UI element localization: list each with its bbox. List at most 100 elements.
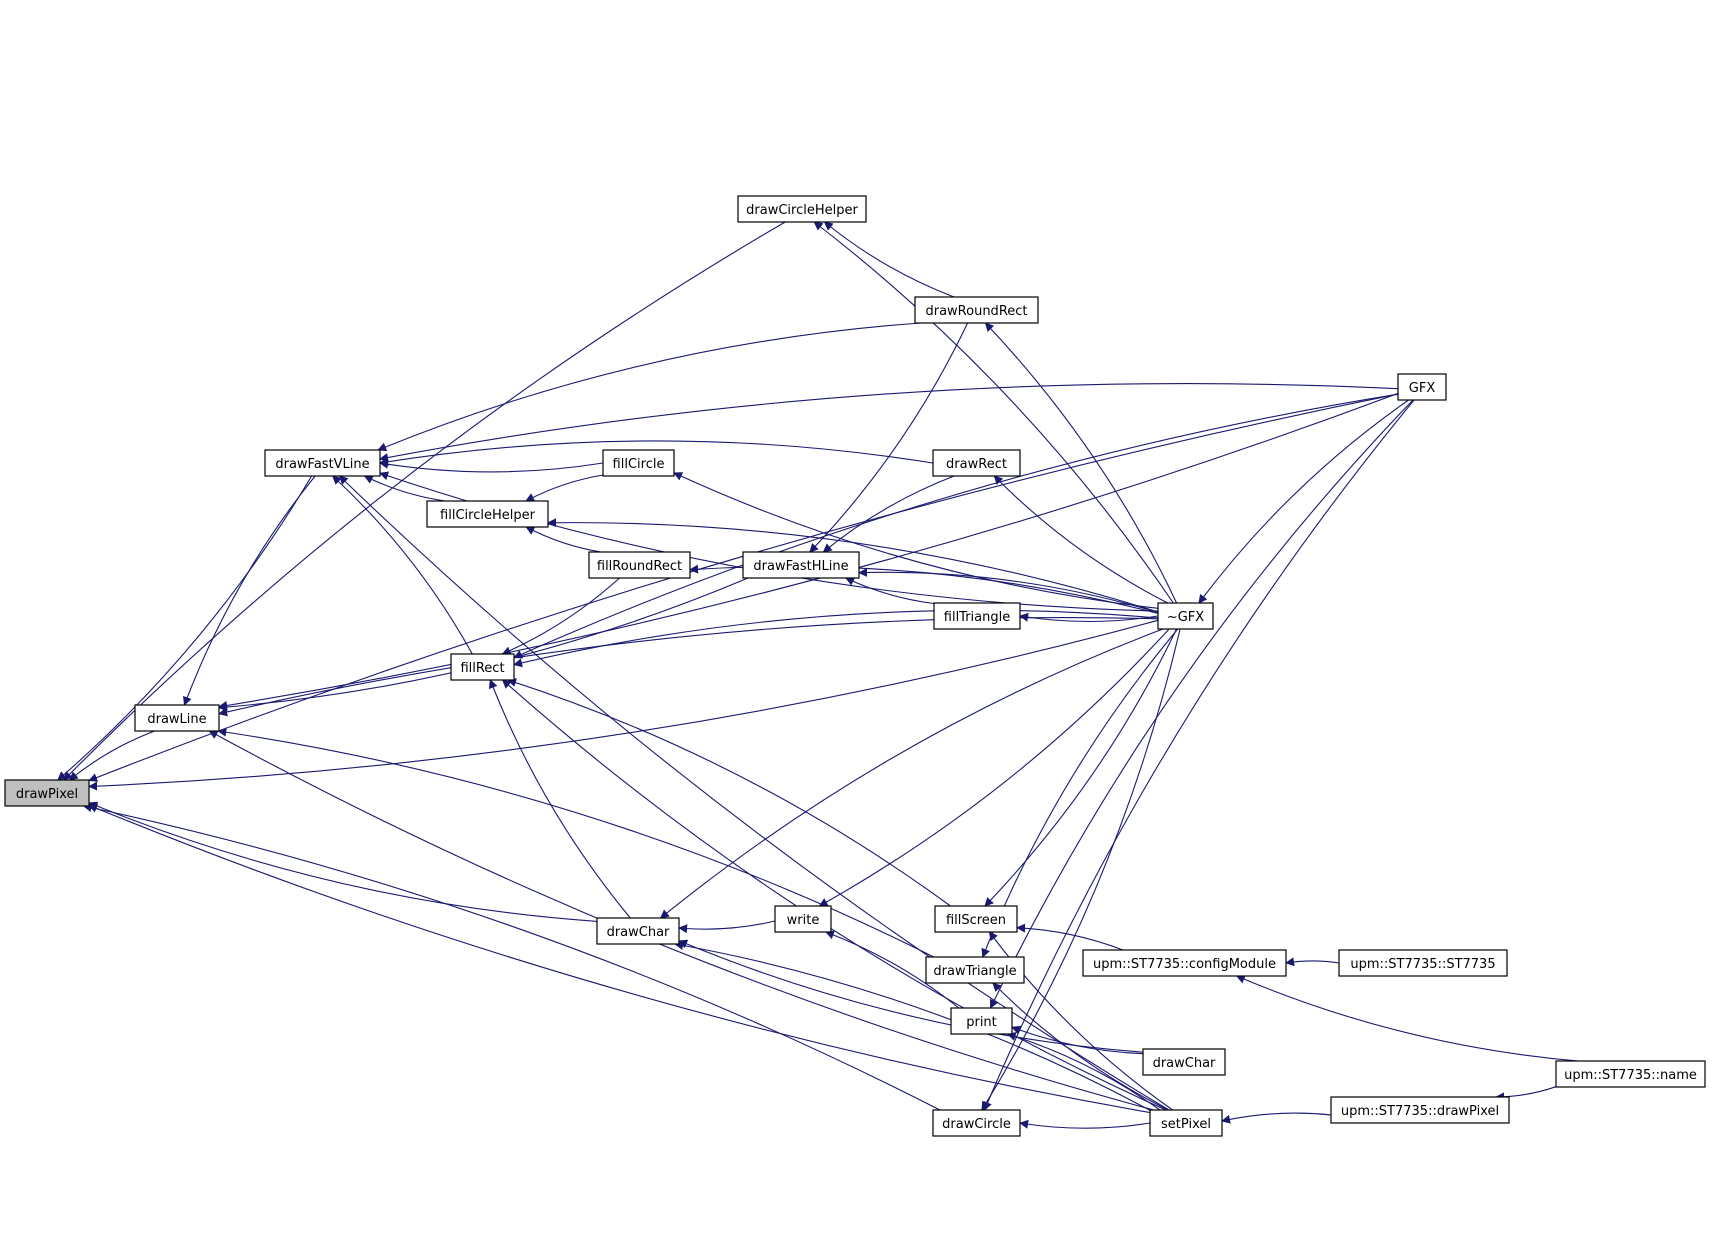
edge-GFX-to-drawCircle — [983, 399, 1415, 1111]
edge-dtorGFX-to-fillScreen — [984, 628, 1177, 907]
edge-configModule-to-fillScreen — [1016, 923, 1124, 951]
node-box — [1082, 949, 1287, 977]
edge-fillScreen-to-fillRect — [507, 678, 951, 907]
node-box — [596, 917, 680, 945]
edge-setPixel-to-drawPixel — [88, 804, 1151, 1114]
node-box — [933, 602, 1021, 630]
edge-setPixel-to-drawLine — [208, 730, 1154, 1111]
node-drawCircleHelper[interactable]: drawCircleHelper — [737, 195, 867, 223]
node-label: drawFastVLine — [275, 457, 369, 472]
node-box — [450, 653, 515, 681]
node-drawCircle[interactable]: drawCircle — [932, 1109, 1021, 1137]
node-box — [264, 449, 381, 477]
node-fillRoundRect[interactable]: fillRoundRect — [588, 551, 691, 579]
edge-dtorGFX-to-drawFastHLine — [858, 567, 1159, 613]
node-stName[interactable]: upm::ST7735::name — [1555, 1060, 1706, 1088]
node-label: drawChar — [607, 925, 670, 940]
node-label: drawTriangle — [933, 964, 1016, 979]
edge-fillCircleHelper-to-drawFastVLine — [363, 475, 446, 502]
node-label: setPixel — [1161, 1117, 1211, 1132]
node-drawPixel[interactable]: drawPixel — [4, 779, 90, 807]
edge-GFX-to-print — [989, 399, 1414, 1009]
edges-layer — [57, 221, 1579, 1129]
node-drawChar[interactable]: drawChar — [596, 917, 680, 945]
edge-dtorGFX-to-drawChar — [659, 628, 1164, 919]
node-label: upm::ST7735::name — [1564, 1068, 1697, 1083]
node-box — [1142, 1048, 1226, 1076]
node-label: ~GFX — [1167, 610, 1204, 625]
node-setPixel[interactable]: setPixel — [1149, 1109, 1223, 1137]
edge-fillTriangle-to-drawFastHLine — [845, 577, 935, 605]
node-label: drawLine — [147, 712, 206, 727]
node-label: print — [966, 1015, 997, 1030]
node-drawLine[interactable]: drawLine — [134, 704, 220, 732]
node-dtorGFX[interactable]: ~GFX — [1157, 602, 1214, 630]
node-drawRoundRect[interactable]: drawRoundRect — [914, 296, 1039, 324]
edge-print-to-write — [824, 930, 960, 1009]
edge-dtorGFX-to-drawRoundRect — [984, 322, 1178, 604]
node-box — [932, 449, 1021, 477]
edge-setPixel-to-print — [1006, 1032, 1161, 1111]
node-label: drawChar — [1153, 1056, 1216, 1071]
node-label: upm::ST7735::ST7735 — [1350, 957, 1495, 972]
nodes-layer: drawPixel drawLine drawFastVLine drawCircle… — [4, 195, 1706, 1137]
node-box — [1555, 1060, 1706, 1088]
edge-write-to-drawChar — [678, 920, 776, 934]
node-label: GFX — [1409, 381, 1436, 396]
edge-dtorGFX-to-drawRect — [993, 475, 1168, 604]
edge-drawRoundRect-to-drawFastVLine — [377, 322, 921, 452]
edge-GFX-to-drawFastVLine — [379, 383, 1399, 462]
node-box — [737, 195, 867, 223]
node-label: drawCircle — [942, 1117, 1011, 1132]
node-drawFastVLine[interactable]: drawFastVLine — [264, 449, 381, 477]
node-box — [934, 905, 1018, 933]
node-box — [1157, 602, 1214, 630]
edge-stName-to-stDrawPixel — [1495, 1086, 1557, 1102]
node-GFX[interactable]: GFX — [1397, 373, 1447, 401]
node-box — [602, 449, 675, 477]
node-configModule[interactable]: upm::ST7735::configModule — [1082, 949, 1287, 977]
node-box — [925, 956, 1025, 984]
edge-drawRect-to-drawFastHLine — [822, 475, 955, 553]
edge-drawChar2-to-drawChar — [678, 939, 1144, 1053]
node-label: drawRect — [946, 457, 1007, 472]
edge-fillRoundRect-to-fillRect — [501, 577, 620, 655]
node-drawChar2[interactable]: drawChar — [1142, 1048, 1226, 1076]
node-box — [742, 551, 860, 579]
node-label: fillTriangle — [944, 610, 1010, 625]
node-stDrawPixel[interactable]: upm::ST7735::drawPixel — [1330, 1096, 1510, 1124]
node-label: fillRect — [460, 661, 504, 676]
edge-GFX-to-drawLine — [218, 392, 1399, 710]
node-label: fillCircle — [613, 457, 665, 472]
edge-setPixel-to-drawTriangle — [992, 982, 1169, 1111]
edge-drawRoundRect-to-drawCircleHelper — [823, 221, 955, 298]
node-box — [426, 500, 549, 528]
node-label: write — [787, 913, 820, 928]
node-drawTriangle[interactable]: drawTriangle — [925, 956, 1025, 984]
edge-drawChar-to-fillRect — [488, 679, 631, 919]
node-drawFastHLine[interactable]: drawFastHLine — [742, 551, 860, 579]
edge-fillCircle-to-drawFastVLine — [379, 459, 604, 473]
node-fillCircle[interactable]: fillCircle — [602, 449, 675, 477]
node-fillScreen[interactable]: fillScreen — [934, 905, 1018, 933]
edge-drawCircleHelper-to-drawPixel — [63, 221, 786, 781]
node-ST7735[interactable]: upm::ST7735::ST7735 — [1338, 949, 1508, 977]
node-fillTriangle[interactable]: fillTriangle — [933, 602, 1021, 630]
node-drawRect[interactable]: drawRect — [932, 449, 1021, 477]
node-label: fillScreen — [946, 913, 1006, 928]
node-box — [4, 779, 90, 807]
node-write[interactable]: write — [774, 905, 832, 933]
node-box — [1330, 1096, 1510, 1124]
edge-dtorGFX-to-drawCircle — [981, 628, 1181, 1111]
node-fillCircleHelper[interactable]: fillCircleHelper — [426, 500, 549, 528]
node-print[interactable]: print — [950, 1007, 1013, 1035]
edge-ST7735-to-configModule — [1285, 957, 1340, 967]
node-label: drawPixel — [16, 787, 78, 802]
edge-drawLine-to-drawPixel — [68, 730, 155, 781]
node-box — [588, 551, 691, 579]
edge-drawFastHLine-to-drawLine — [218, 577, 749, 712]
edge-fillCircle-to-fillCircleHelper — [525, 474, 604, 502]
edge-drawCircle-to-drawPixel — [82, 803, 941, 1111]
node-fillRect[interactable]: fillRect — [450, 653, 515, 681]
